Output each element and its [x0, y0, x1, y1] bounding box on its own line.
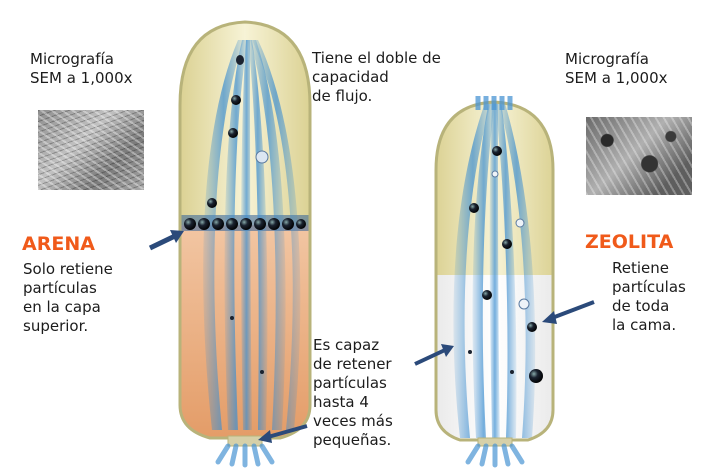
arena-description: Solo retiene partículas en la capa super…: [23, 260, 113, 336]
flow-capacity-note: Tiene el doble de capacidad de flujo.: [312, 49, 441, 106]
sand-sem-micrograph: [38, 110, 144, 190]
sand-filter-tank: [175, 15, 315, 465]
zeolite-sem-micrograph: [586, 117, 692, 195]
arena-title: ARENA: [22, 233, 95, 255]
left-micrograph-label: Micrografía SEM a 1,000x: [30, 50, 133, 88]
zeolita-title: ZEOLITA: [585, 231, 673, 253]
particle-retention-note: Es capaz de retener partículas hasta 4 v…: [313, 336, 393, 450]
right-micrograph-label: Micrografía SEM a 1,000x: [565, 50, 668, 88]
zeolite-filter-tank: [430, 95, 560, 465]
zeolita-description: Retiene partículas de toda la cama.: [612, 259, 686, 335]
